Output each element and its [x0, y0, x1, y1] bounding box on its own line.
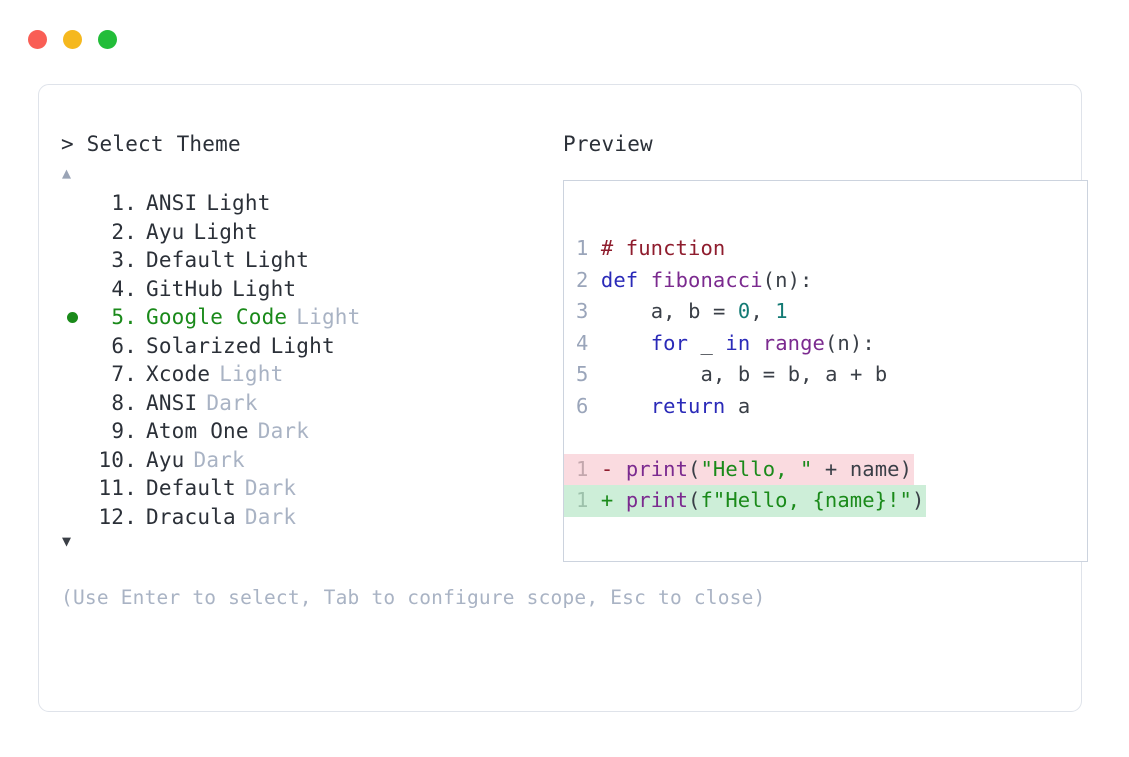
theme-item-variant: Dark — [206, 390, 258, 415]
theme-list-item[interactable]: 5. Google Code Light — [61, 303, 539, 332]
theme-item-variant: Light — [206, 191, 271, 215]
theme-item-variant: Dark — [257, 419, 310, 443]
theme-item-index: 4. — [111, 276, 137, 301]
theme-list-item[interactable]: 10. Ayu Dark — [61, 446, 539, 475]
diff-removed-line: 1 - print("Hello, " + name) — [564, 453, 915, 485]
theme-list-item[interactable]: 3. Default Light — [61, 246, 539, 275]
theme-item-variant: Light — [244, 248, 310, 272]
theme-item-variant: Light — [193, 219, 258, 244]
theme-list-item[interactable]: 12. Dracula Dark — [61, 503, 539, 532]
theme-item-index: 11. — [98, 476, 137, 500]
theme-item-variant: Dark — [193, 447, 245, 472]
line-number: 6 — [576, 393, 589, 418]
theme-item-index: 3. — [111, 248, 137, 272]
line-number: 5 — [576, 362, 589, 386]
diff-line-row: 1 + print(f"Hello, {name}!") — [564, 485, 1087, 517]
theme-item-name: Xcode — [146, 362, 211, 386]
diff-sign: - — [600, 456, 614, 481]
theme-list-item[interactable]: 1. ANSI Light — [61, 189, 539, 218]
theme-item-index: 8. — [111, 390, 137, 415]
theme-list-item[interactable]: 2. Ayu Light — [61, 218, 539, 247]
code-blank-line — [564, 422, 1087, 454]
code-line: 4 for _ in range(n): — [576, 330, 875, 355]
line-number: 1 — [576, 236, 589, 260]
scroll-down-icon[interactable]: ▼ — [62, 532, 72, 550]
maximize-dot[interactable] — [98, 30, 117, 49]
theme-item-index: 6. — [111, 333, 137, 358]
code-line: 2 def fibonacci(n): — [576, 267, 813, 292]
code-preview: 1 # function 2 def fibonacci(n): 3 a, b = … — [564, 233, 1087, 517]
theme-item-variant: Light — [270, 333, 335, 358]
diff-sign: + — [600, 488, 614, 512]
preview-label: Preview — [563, 132, 653, 156]
minimize-dot[interactable] — [63, 30, 82, 49]
diff-added-line: 1 + print(f"Hello, {name}!") — [564, 485, 927, 517]
theme-item-name: GitHub — [146, 276, 224, 301]
keyboard-hint: (Use Enter to select, Tab to configure s… — [61, 586, 766, 609]
theme-item-variant: Dark — [244, 504, 297, 529]
theme-item-name: Ayu — [146, 219, 185, 244]
window-controls — [28, 30, 117, 49]
preview-panel: 1 # function 2 def fibonacci(n): 3 a, b = … — [563, 180, 1088, 562]
theme-item-name: Solarized — [146, 333, 262, 358]
code-line: 6 return a — [576, 393, 751, 418]
line-number: 1 — [576, 488, 589, 512]
close-dot[interactable] — [28, 30, 47, 49]
theme-item-index: 5. — [111, 305, 137, 329]
theme-item-name: ANSI — [146, 191, 198, 215]
code-line: 5 a, b = b, a + b — [576, 362, 888, 386]
theme-item-index: 12. — [98, 504, 137, 529]
theme-item-name: Dracula — [146, 504, 236, 529]
preview-column: Preview 1 # function 2 def fibonacci(n): 3… — [539, 131, 1088, 562]
theme-item-index: 7. — [111, 362, 137, 386]
code-line: 1 # function — [576, 236, 726, 260]
line-number: 4 — [576, 330, 589, 355]
theme-item-variant: Dark — [244, 476, 297, 500]
code-line: 3 a, b = 0, 1 — [576, 299, 788, 323]
theme-item-name: Default — [146, 476, 236, 500]
line-number: 2 — [576, 267, 589, 292]
theme-list-item[interactable]: 4. GitHub Light — [61, 275, 539, 304]
theme-list-item[interactable]: 9. Atom One Dark — [61, 417, 539, 446]
theme-list-item[interactable]: 6. Solarized Light — [61, 332, 539, 361]
theme-item-name: ANSI — [146, 390, 198, 415]
theme-item-index: 9. — [111, 419, 137, 443]
theme-item-index: 2. — [111, 219, 137, 244]
theme-item-name: Default — [146, 248, 236, 272]
theme-item-name: Google Code — [146, 305, 288, 329]
theme-item-variant: Light — [232, 276, 297, 301]
theme-item-variant: Light — [219, 362, 284, 386]
theme-list-item[interactable]: 8. ANSI Dark — [61, 389, 539, 418]
selected-bullet-icon — [67, 312, 78, 323]
theme-list-item[interactable]: 11. Default Dark — [61, 474, 539, 503]
theme-list-item[interactable]: 7. Xcode Light — [61, 360, 539, 389]
diff-line-row: 1 - print("Hello, " + name) — [564, 453, 1087, 485]
theme-item-name: Ayu — [146, 447, 185, 472]
line-number: 3 — [576, 299, 589, 323]
scroll-up-icon[interactable]: ▲ — [62, 164, 72, 182]
theme-item-variant: Light — [296, 305, 361, 329]
line-number: 1 — [576, 456, 589, 481]
prompt-label: > Select Theme — [61, 132, 241, 156]
theme-item-name: Atom One — [146, 419, 249, 443]
theme-item-index: 1. — [111, 191, 137, 215]
theme-item-index: 10. — [98, 447, 137, 472]
